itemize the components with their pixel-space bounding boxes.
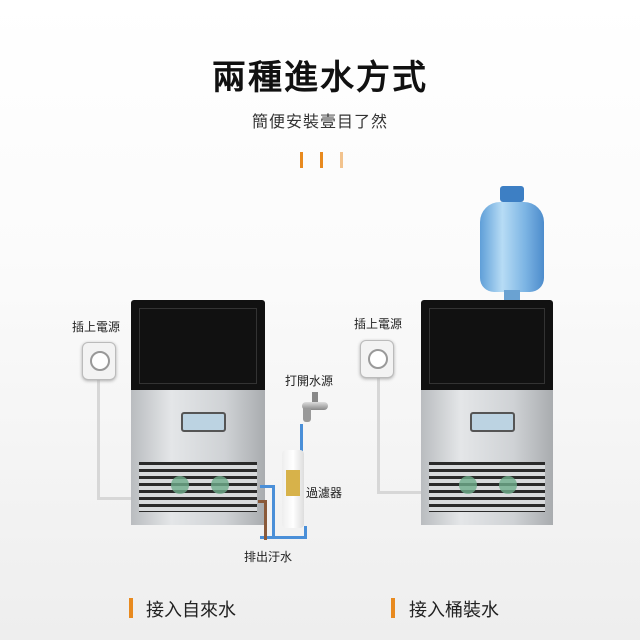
accent-tick bbox=[300, 152, 303, 168]
power-cord-left bbox=[97, 378, 133, 500]
power-cord-right bbox=[377, 376, 423, 494]
drain-label: 排出汙水 bbox=[244, 550, 293, 564]
power-socket-right-icon bbox=[360, 340, 394, 378]
page-title: 兩種進水方式 bbox=[212, 58, 428, 98]
caption-marker bbox=[129, 598, 133, 618]
drain-pipe bbox=[258, 500, 267, 540]
ice-machine-right bbox=[421, 300, 553, 525]
power-socket-left-icon bbox=[82, 342, 116, 380]
page-subtitle: 簡便安裝壹目了然 bbox=[251, 112, 388, 131]
water-inlet-pipe bbox=[260, 485, 275, 539]
water-bottle-icon bbox=[478, 186, 546, 300]
plug-label-left: 插上電源 bbox=[72, 320, 121, 334]
control-panel bbox=[180, 412, 226, 432]
filter-icon bbox=[282, 450, 304, 528]
accent-tick bbox=[320, 152, 323, 168]
ice-machine-left bbox=[131, 300, 265, 525]
water-pipe bbox=[274, 526, 307, 539]
tap-label: 打開水源 bbox=[285, 374, 334, 388]
water-pipe bbox=[300, 424, 303, 454]
caption-tap-water: 接入自來水 bbox=[146, 600, 236, 621]
accent-tick bbox=[340, 152, 343, 168]
caption-marker bbox=[391, 598, 395, 618]
filter-label: 過濾器 bbox=[306, 486, 343, 500]
caption-bottled-water: 接入桶裝水 bbox=[409, 600, 499, 621]
control-panel bbox=[469, 412, 515, 432]
plug-label-right: 插上電源 bbox=[354, 317, 403, 331]
faucet-icon bbox=[300, 392, 330, 424]
